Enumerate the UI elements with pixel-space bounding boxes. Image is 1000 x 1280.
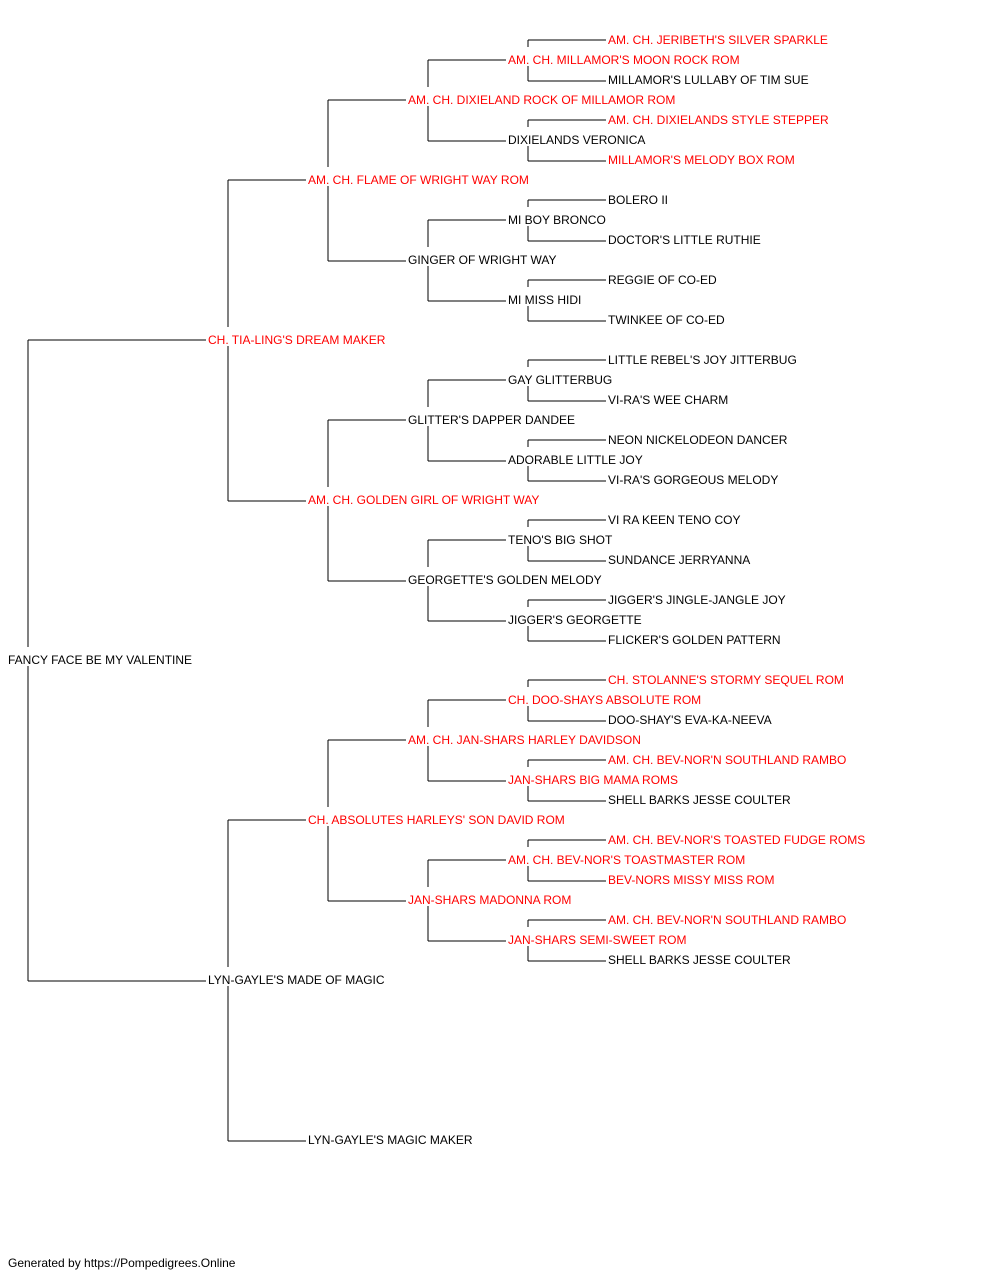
pedigree-subject-sire-sire-sire-dam-dam: MILLAMOR'S MELODY BOX ROM [608,153,795,167]
pedigree-subject-sire-sire-dam-sire-sire: BOLERO II [608,193,668,207]
pedigree-subject-sire-dam-dam-sire: TENO'S BIG SHOT [508,533,613,547]
footer-credit: Generated by https://Pompedigrees.Online [8,1256,236,1270]
pedigree-subject-sire-dam-sire-sire-sire: LITTLE REBEL'S JOY JITTERBUG [608,353,797,367]
pedigree-subject-sire-sire-dam-sire: MI BOY BRONCO [508,213,606,227]
pedigree-subject-sire-sire-dam-dam-dam: TWINKEE OF CO-ED [608,313,725,327]
pedigree-subject-sire-dam-sire-sire-dam: VI-RA'S WEE CHARM [608,393,728,407]
pedigree-subject-sire-sire-dam: GINGER OF WRIGHT WAY [408,253,556,267]
pedigree-subject-sire-dam: AM. CH. GOLDEN GIRL OF WRIGHT WAY [308,493,539,507]
pedigree-subject-sire-dam-sire: GLITTER'S DAPPER DANDEE [408,413,575,427]
pedigree-subject-sire-dam-dam-sire-dam: SUNDANCE JERRYANNA [608,553,750,567]
pedigree-subject-sire-sire-sire-sire: AM. CH. MILLAMOR'S MOON ROCK ROM [508,53,740,67]
pedigree-subject-sire-sire-sire-sire-dam: MILLAMOR'S LULLABY OF TIM SUE [608,73,809,87]
pedigree-subject-dam-sire-sire-dam-sire: AM. CH. BEV-NOR'N SOUTHLAND RAMBO [608,753,846,767]
pedigree-subject: FANCY FACE BE MY VALENTINE [8,653,192,667]
pedigree-subject-sire-sire-sire-dam-sire: AM. CH. DIXIELANDS STYLE STEPPER [608,113,829,127]
pedigree-subject-dam-sire-dam: JAN-SHARS MADONNA ROM [408,893,571,907]
pedigree-tree: FANCY FACE BE MY VALENTINE CH. TIA-LING'S… [8,33,865,1147]
pedigree-subject-dam-sire-dam-dam-sire: AM. CH. BEV-NOR'N SOUTHLAND RAMBO [608,913,846,927]
pedigree-subject-sire-dam-dam-dam-dam: FLICKER'S GOLDEN PATTERN [608,633,781,647]
pedigree-subject-sire-dam-dam: GEORGETTE'S GOLDEN MELODY [408,573,602,587]
pedigree-subject-sire-dam-sire-dam-sire: NEON NICKELODEON DANCER [608,433,788,447]
pedigree-subject-sire-sire-sire: AM. CH. DIXIELAND ROCK OF MILLAMOR ROM [408,93,675,107]
pedigree-subject-dam-sire-sire-dam-dam: SHELL BARKS JESSE COULTER [608,793,791,807]
pedigree-subject-dam-sire-dam-sire: AM. CH. BEV-NOR'S TOASTMASTER ROM [508,853,745,867]
pedigree-subject-dam-sire-sire-sire-sire: CH. STOLANNE'S STORMY SEQUEL ROM [608,673,844,687]
pedigree-subject-sire-sire-sire-dam: DIXIELANDS VERONICA [508,133,645,147]
pedigree-subject-dam-sire: CH. ABSOLUTES HARLEYS' SON DAVID ROM [308,813,565,827]
pedigree-subject-dam-sire-sire-sire: CH. DOO-SHAYS ABSOLUTE ROM [508,693,701,707]
pedigree-subject-dam-sire-sire-dam: JAN-SHARS BIG MAMA ROMS [508,773,678,787]
pedigree-subject-sire: CH. TIA-LING'S DREAM MAKER [208,333,386,347]
pedigree-subject-sire-dam-dam-dam-sire: JIGGER'S JINGLE-JANGLE JOY [608,593,786,607]
pedigree-subject-sire-sire: AM. CH. FLAME OF WRIGHT WAY ROM [308,173,529,187]
pedigree-subject-dam-sire-dam-dam-dam: SHELL BARKS JESSE COULTER [608,953,791,967]
pedigree-subject-sire-sire-dam-sire-dam: DOCTOR'S LITTLE RUTHIE [608,233,761,247]
pedigree-subject-sire-sire-dam-dam-sire: REGGIE OF CO-ED [608,273,717,287]
pedigree-subject-dam-dam: LYN-GAYLE'S MAGIC MAKER [308,1133,473,1147]
pedigree-subject-sire-dam-dam-dam: JIGGER'S GEORGETTE [508,613,642,627]
pedigree-subject-dam-sire-dam-dam: JAN-SHARS SEMI-SWEET ROM [508,933,686,947]
pedigree-subject-sire-sire-dam-dam: MI MISS HIDI [508,293,581,307]
pedigree-subject-sire-dam-sire-dam: ADORABLE LITTLE JOY [508,453,643,467]
pedigree-subject-sire-dam-sire-sire: GAY GLITTERBUG [508,373,612,387]
pedigree-subject-dam: LYN-GAYLE'S MADE OF MAGIC [208,973,385,987]
pedigree-subject-sire-dam-dam-sire-sire: VI RA KEEN TENO COY [608,513,740,527]
pedigree-subject-dam-sire-sire: AM. CH. JAN-SHARS HARLEY DAVIDSON [408,733,641,747]
pedigree-subject-dam-sire-dam-sire-dam: BEV-NORS MISSY MISS ROM [608,873,774,887]
pedigree-subject-dam-sire-dam-sire-sire: AM. CH. BEV-NOR'S TOASTED FUDGE ROMS [608,833,865,847]
pedigree-subject-sire-dam-sire-dam-dam: VI-RA'S GORGEOUS MELODY [608,473,778,487]
pedigree-subject-dam-sire-sire-sire-dam: DOO-SHAY'S EVA-KA-NEEVA [608,713,772,727]
pedigree-subject-sire-sire-sire-sire-sire: AM. CH. JERIBETH'S SILVER SPARKLE [608,33,828,47]
